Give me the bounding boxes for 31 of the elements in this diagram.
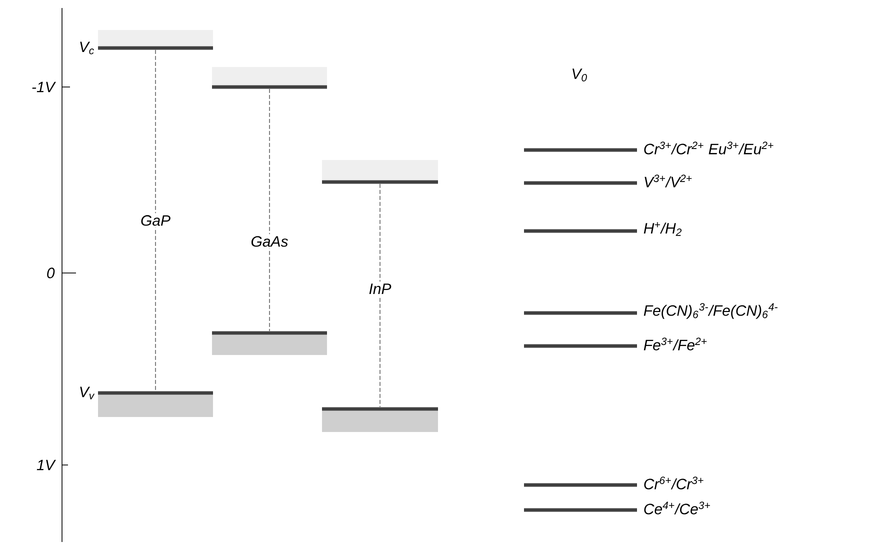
level-label: Fe$^{3+}$/Fe$^{2+}$ (644, 338, 707, 350)
level-bar (98, 30, 213, 50)
axis-title: V$_{0}$ (572, 68, 587, 82)
level-bar (322, 160, 438, 184)
level-label: Ce$^{4+}$/Ce$^{3+}$ (644, 502, 710, 514)
level-bar (524, 483, 637, 487)
level-label: Fe(CN)$_{6}$$^{3-}$/Fe(CN)$_{6}$4- (644, 303, 778, 319)
axis-label: 1V (36, 460, 56, 470)
axis-label: 0 (47, 268, 55, 278)
level-bar (212, 67, 327, 89)
level-bar (524, 311, 637, 315)
level-bar (524, 181, 637, 185)
connector-line (269, 88, 270, 332)
level-label: V$_{v}$ (80, 386, 95, 400)
level-bar (98, 391, 213, 417)
edge-label: GaP (141, 215, 170, 226)
level-label: V$_{c}$ (80, 42, 94, 54)
connector-line (155, 50, 156, 392)
level-label: Cr$^{3+}$/Cr$^{2+}$ Eu$^{3+}$/Eu$^{2+}$ (644, 142, 774, 154)
level-label: Cr$^{6+}$/Cr$^{3+}$ (644, 476, 704, 490)
level-bar (524, 148, 637, 152)
edge-label: InP (369, 284, 392, 294)
level-bar (212, 331, 327, 355)
level-bar (524, 344, 637, 348)
edge-label: GaAs (252, 236, 288, 247)
level-bar (322, 407, 438, 432)
level-label: V$^{3+}$/V$^{2+}$ (644, 174, 692, 188)
level-bar (524, 508, 637, 512)
axis-label: -1V (32, 82, 56, 92)
level-label: H$^{+}$/H$_{2}$ (644, 222, 682, 236)
level-bar (524, 229, 637, 233)
